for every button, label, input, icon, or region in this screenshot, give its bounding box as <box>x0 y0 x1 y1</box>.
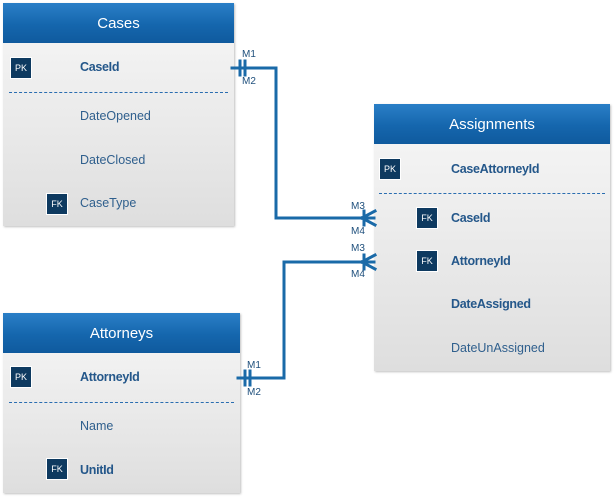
label-m3: M3 <box>351 201 365 212</box>
field-unitid: UnitId <box>80 463 114 477</box>
connector-line <box>230 66 376 220</box>
label-m2: M2 <box>242 76 256 87</box>
label-m4: M4 <box>351 269 365 280</box>
field-name: Name <box>80 419 114 433</box>
entity-assignments[interactable]: Assignments PK CaseAttorneyId FK CaseId … <box>374 104 610 371</box>
field-dateassigned: DateAssigned <box>451 297 531 311</box>
field-attorneyid: AttorneyId <box>80 370 140 384</box>
connector-line <box>236 260 376 380</box>
pk-divider <box>9 92 228 93</box>
pk-divider <box>379 193 605 194</box>
entity-cases-title: Cases <box>3 3 234 43</box>
relationship-attorneys-assignments[interactable] <box>236 252 378 387</box>
field-dateclosed: DateClosed <box>80 153 146 167</box>
pk-badge: PK <box>10 366 32 388</box>
entity-attorneys[interactable]: Attorneys PK AttorneyId Name FK UnitId <box>3 313 240 493</box>
field-caseattorneyid: CaseAttorneyId <box>451 162 540 176</box>
label-m2: M2 <box>247 387 261 398</box>
pk-divider <box>9 402 234 403</box>
entity-assignments-title: Assignments <box>374 104 610 144</box>
field-dateopened: DateOpened <box>80 109 151 123</box>
relationship-cases-assignments[interactable] <box>230 59 378 228</box>
fk-badge: FK <box>46 458 68 480</box>
entity-cases[interactable]: Cases PK CaseId DateOpened DateClosed FK… <box>3 3 234 226</box>
fk-badge: FK <box>416 250 438 272</box>
field-attorneyid: AttorneyId <box>451 254 511 268</box>
field-caseid: CaseId <box>80 60 120 74</box>
entity-attorneys-title: Attorneys <box>3 313 240 353</box>
field-dateunassigned: DateUnAssigned <box>451 341 545 355</box>
label-m1: M1 <box>242 49 256 60</box>
field-casetype: CaseType <box>80 196 137 210</box>
label-m4: M4 <box>351 226 365 237</box>
label-m3: M3 <box>351 243 365 254</box>
pk-badge: PK <box>10 57 32 79</box>
pk-badge: PK <box>379 158 401 180</box>
fk-badge: FK <box>416 207 438 229</box>
label-m1: M1 <box>247 360 261 371</box>
fk-badge: FK <box>46 193 68 215</box>
field-caseid: CaseId <box>451 211 491 225</box>
